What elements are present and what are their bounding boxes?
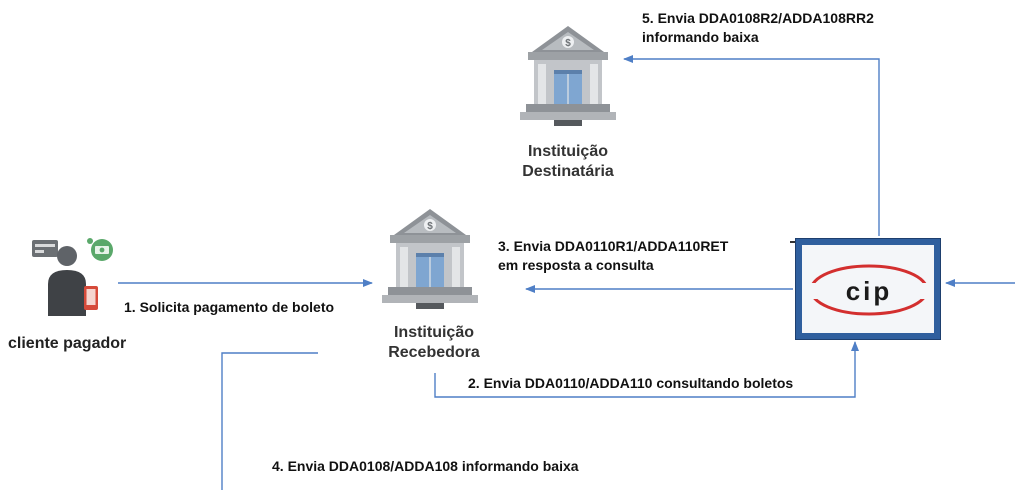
arrow-step-5 (623, 55, 880, 236)
bank-destinataria-label-line-1: Instituição (527, 143, 608, 160)
arrow-step-2 (434, 341, 859, 398)
cip-logo-text: cip (846, 276, 893, 306)
step-2-label: 2. Envia DDA0110/ADDA110 consultando bol… (468, 375, 794, 391)
cip-box: cip (795, 238, 941, 340)
step-4-label: 4. Envia DDA0108/ADDA108 informando baix… (272, 458, 579, 474)
cip-logo: cip (807, 264, 931, 316)
bank-recebedora-label-line-1: Instituição (393, 324, 474, 341)
cip-box-inner: cip (802, 245, 934, 333)
step-5-label-line-2: informando baixa (642, 29, 759, 45)
bank-destinataria-icon: $ (520, 26, 616, 126)
bank-recebedora-icon: $ (382, 209, 478, 309)
svg-text:$: $ (427, 221, 433, 232)
cliente-label: cliente pagador (8, 335, 127, 352)
step-5-label: 5. Envia DDA0108R2/ADDA108RR2 informando… (642, 9, 874, 47)
svg-text:$: $ (565, 38, 571, 49)
bank-recebedora-label-line-2: Recebedora (388, 344, 480, 361)
step-5-label-line-1: 5. Envia DDA0108R2/ADDA108RR2 (642, 10, 874, 26)
step-3-label-line-2: em resposta a consulta (498, 257, 654, 273)
step-3-label-line-1: 3. Envia DDA0110R1/ADDA110RET (498, 238, 729, 254)
bank-destinataria-label-line-2: Destinatária (522, 163, 614, 180)
step-3-label: 3. Envia DDA0110R1/ADDA110RET em respost… (498, 237, 728, 275)
arrow-step-4 (221, 352, 318, 490)
step-1-label: 1. Solicita pagamento de boleto (124, 299, 335, 315)
person-icon (32, 238, 113, 316)
bank-recebedora-label: Instituição Recebedora (374, 323, 494, 363)
bank-destinataria-label: Instituição Destinatária (508, 142, 628, 182)
